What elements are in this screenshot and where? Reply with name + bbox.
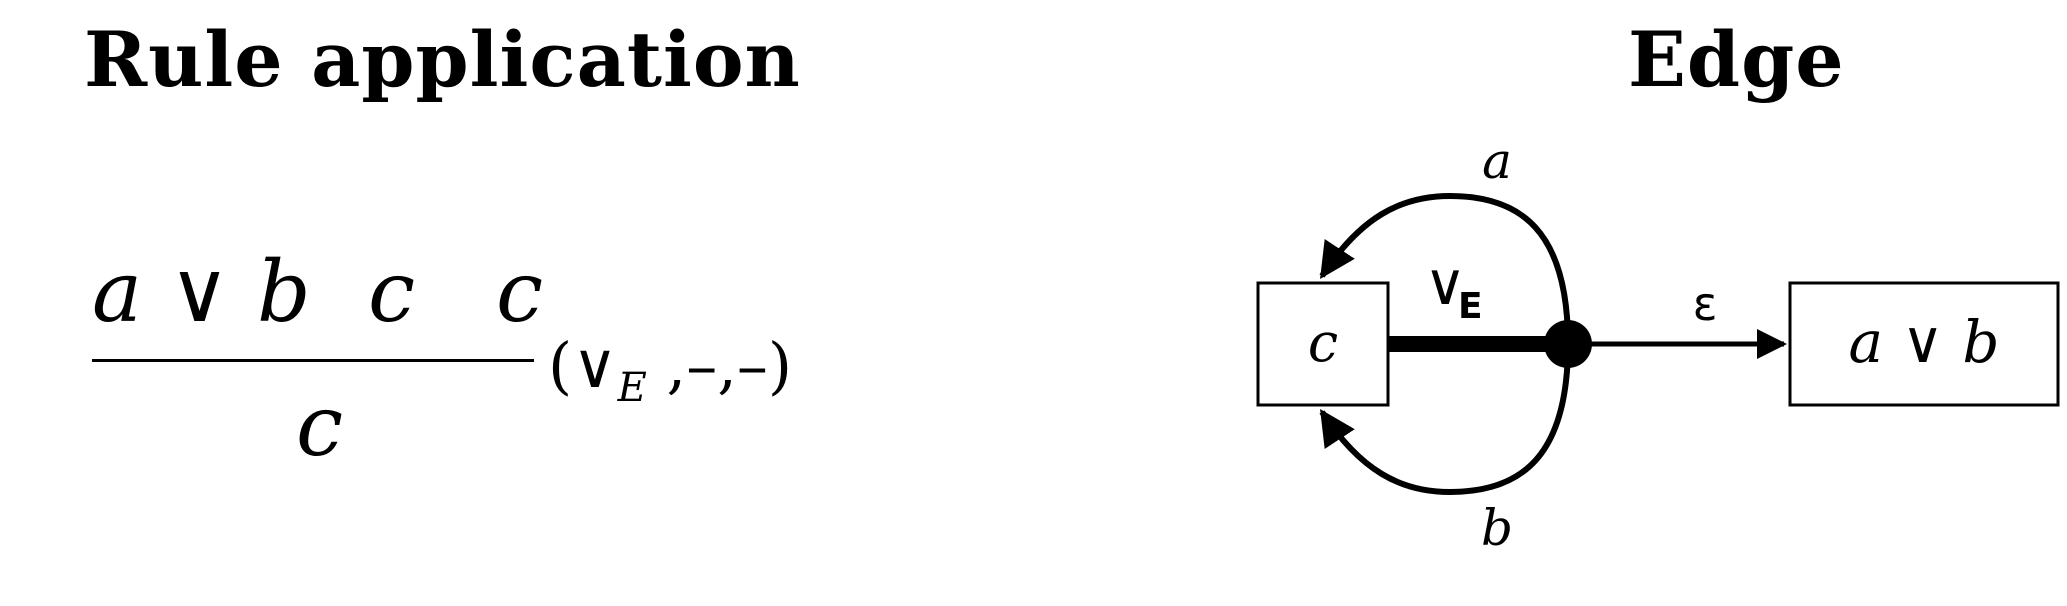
epsilon-label: ε [1693, 277, 1718, 331]
node-source-label: c [1308, 311, 1338, 374]
loop-top-arrow [1319, 192, 1571, 345]
rule-name: (∨ [548, 329, 618, 402]
rule-subscript: E [617, 365, 647, 411]
premise-c-2: c [496, 243, 544, 341]
edge-subscript: E [1458, 286, 1483, 327]
rule-args: ,–,–) [646, 329, 793, 402]
node-target-box [1788, 281, 2060, 407]
inference-line [92, 359, 534, 362]
loop-bottom-arrow [1319, 343, 1571, 496]
conclusion-c: c [296, 377, 344, 475]
premise-a-or-b: a ∨ b [92, 243, 311, 341]
premise-c-1: c [368, 243, 416, 341]
edge-symbol: ∨ [1424, 250, 1466, 318]
node-source-box [1256, 281, 1390, 407]
rule-label: (∨E ,–,–) [548, 335, 792, 411]
node-target-label: a ∨ b [1848, 308, 1999, 376]
loop-top-label: a [1482, 132, 1512, 190]
loop-bottom-label: b [1481, 499, 1513, 557]
rule-application-title: Rule application [84, 15, 801, 104]
edge-title: Edge [1628, 15, 1845, 104]
